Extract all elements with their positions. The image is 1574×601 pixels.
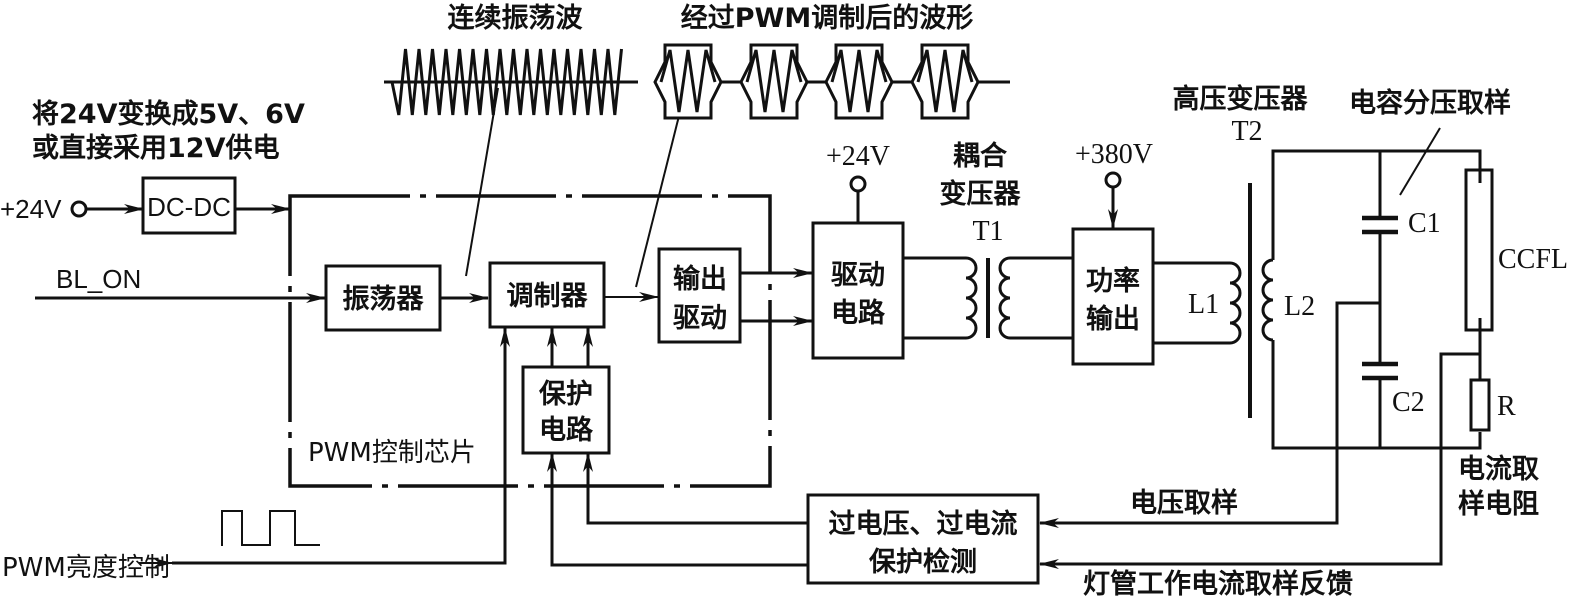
continuous-wave-icon [384, 48, 638, 116]
t1-label-1: 耦合 [953, 140, 1007, 172]
l2-label: L2 [1284, 291, 1315, 322]
driver-label-1: 驱动 [831, 260, 885, 291]
driver-circuit-block [811, 221, 905, 360]
l1-label: L1 [1188, 289, 1219, 320]
ovp-ocp-block [806, 493, 1040, 585]
voltage-sampling-label: 电压取样 [1130, 487, 1238, 519]
output-drive-label-2: 驱动 [673, 303, 727, 334]
driver-label-2: 电路 [831, 297, 886, 329]
output-drive-block [657, 247, 742, 344]
t1-label-2: 变压器 [940, 178, 1022, 210]
oscillator-label: 振荡器 [343, 284, 425, 315]
ccfl-lamp-icon [1464, 168, 1494, 332]
l1-coil-icon [1229, 261, 1242, 345]
pwm-burst-trace [745, 49, 803, 113]
sense-resistor-icon [1469, 378, 1491, 432]
dcdc-block [141, 176, 237, 235]
continuous-wave-trace [390, 48, 623, 116]
pwm-chip-label: PWM控制芯片 [308, 438, 476, 468]
power-rail-terminal-icon [1104, 171, 1122, 189]
cap-divider-pointer [1399, 127, 1441, 196]
dcdc-note-line2: 或直接采用12V供电 [32, 133, 279, 164]
power-rail-label: +380V [1075, 139, 1153, 170]
ovp-ocp-label-1: 过电压、过电流 [829, 509, 1018, 540]
bl-on-label: BL_ON [56, 264, 141, 294]
power-output-block [1071, 227, 1155, 366]
protection-block [521, 365, 611, 455]
pwm-wave-pointer [635, 87, 687, 288]
driver-rail-label: +24V [826, 141, 890, 172]
ovp-to-protect-wire-2 [547, 452, 808, 567]
voltage-sampling-wire [1039, 301, 1380, 528]
secondary-bottom-wire [1271, 340, 1482, 450]
power-output-label-1: 功率 [1086, 265, 1140, 297]
supply-input-label: +24V [0, 194, 62, 224]
secondary-top-wire [1271, 149, 1482, 260]
pwm-square-wave-icon [221, 510, 320, 546]
ovp-to-protect-wire-1 [583, 452, 808, 525]
ovp-ocp-label-2: 保护检测 [868, 546, 977, 578]
power-output-label-2: 输出 [1086, 303, 1140, 335]
r-label: R [1497, 391, 1516, 422]
c2-label: C2 [1392, 387, 1425, 418]
sense-resistor-label-1: 电流取 [1458, 454, 1539, 485]
protection-label-1: 保护 [538, 379, 593, 410]
modulator-label: 调制器 [507, 281, 589, 312]
current-feedback-wire [1039, 352, 1480, 569]
current-feedback-label: 灯管工作电流取样反馈 [1083, 568, 1353, 600]
t1-primary-coil-icon [965, 256, 978, 340]
c1-label: C1 [1408, 208, 1441, 239]
pwm-burst-trace [659, 49, 717, 113]
pwm-brightness-label: PWM亮度控制 [2, 553, 170, 583]
pwm-brightness-wire [172, 327, 510, 565]
continuous-wave-title: 连续振荡波 [448, 2, 584, 34]
pwm-modulated-wave-icon [653, 43, 1010, 120]
cap-divider-label: 电容分压取样 [1349, 87, 1511, 119]
pwm-wave-title: 经过PWM调制后的波形 [681, 2, 973, 34]
t2-label: 高压变压器 [1173, 83, 1309, 115]
driver-rail-terminal-icon [849, 175, 867, 193]
t2-ref: T2 [1231, 116, 1262, 147]
output-drive-label-1: 输出 [673, 263, 727, 295]
pwm-burst-trace [916, 49, 974, 113]
oscillator-block [324, 264, 442, 332]
protection-label-2: 电路 [539, 414, 594, 446]
supply-terminal-icon [70, 200, 88, 218]
dcdc-note-line1: 将24V变换成5V、6V [32, 98, 305, 130]
l2-coil-icon [1261, 258, 1274, 342]
t1-ref: T1 [972, 216, 1003, 247]
ccfl-label: CCFL [1498, 244, 1568, 275]
continuous-wave-pointer [465, 87, 499, 277]
pwm-burst-trace [830, 49, 888, 113]
dcdc-label: DC-DC [147, 192, 231, 222]
t1-secondary-coil-icon [998, 256, 1011, 340]
sense-resistor-label-2: 样电阻 [1458, 488, 1539, 520]
pwm-chip-boundary [288, 194, 772, 488]
